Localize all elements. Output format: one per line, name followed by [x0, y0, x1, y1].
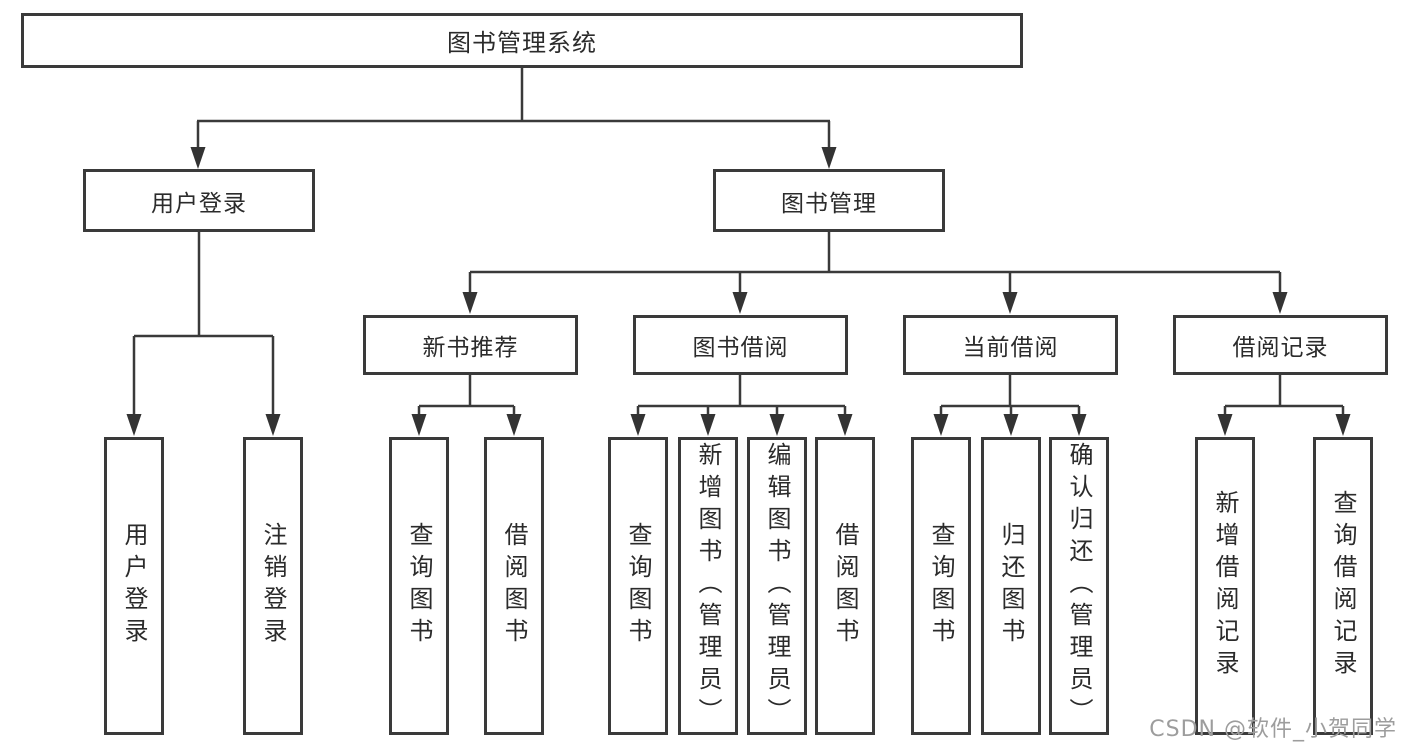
leaf-label: 查询图书: [624, 522, 652, 650]
leaf-query-books-borrow: 查询图书: [608, 437, 668, 735]
leaf-confirm-return-admin: 确认归还（管理员）: [1049, 437, 1109, 735]
leaf-borrow-books-recommend: 借阅图书: [484, 437, 544, 735]
node-book-management: 图书管理: [713, 169, 945, 232]
leaf-label: 查询图书: [927, 522, 955, 650]
leaf-label: 借阅图书: [831, 522, 859, 650]
leaf-borrow-books: 借阅图书: [815, 437, 875, 735]
leaf-label: 用户登录: [120, 522, 148, 650]
node-user-login: 用户登录: [83, 169, 315, 232]
leaf-label: 归还图书: [997, 522, 1025, 650]
leaf-return-books: 归还图书: [981, 437, 1041, 735]
leaf-label: 查询图书: [405, 522, 433, 650]
leaf-label: 借阅图书: [500, 522, 528, 650]
leaf-query-books-current: 查询图书: [911, 437, 971, 735]
leaf-label: 编辑图书（管理员）: [763, 442, 791, 730]
watermark: CSDN @软件_小贺同学: [1149, 717, 1397, 742]
leaf-label: 注销登录: [259, 522, 287, 650]
leaf-label: 确认归还（管理员）: [1065, 442, 1093, 730]
leaf-label: 新增图书（管理员）: [694, 442, 722, 730]
leaf-user-login: 用户登录: [104, 437, 164, 735]
node-root: 图书管理系统: [21, 13, 1023, 68]
leaf-edit-books-admin: 编辑图书（管理员）: [747, 437, 807, 735]
node-new-book-recommend: 新书推荐: [363, 315, 578, 375]
node-borrow-records: 借阅记录: [1173, 315, 1388, 375]
leaf-query-borrow-record: 查询借阅记录: [1313, 437, 1373, 735]
arrowheads: [126, 147, 1351, 436]
node-book-borrow: 图书借阅: [633, 315, 848, 375]
leaf-logout: 注销登录: [243, 437, 303, 735]
node-current-borrow: 当前借阅: [903, 315, 1118, 375]
leaf-label: 查询借阅记录: [1329, 490, 1357, 682]
leaf-add-books-admin: 新增图书（管理员）: [678, 437, 738, 735]
leaf-query-books-recommend: 查询图书: [389, 437, 449, 735]
leaf-label: 新增借阅记录: [1211, 490, 1239, 682]
leaf-add-borrow-record: 新增借阅记录: [1195, 437, 1255, 735]
